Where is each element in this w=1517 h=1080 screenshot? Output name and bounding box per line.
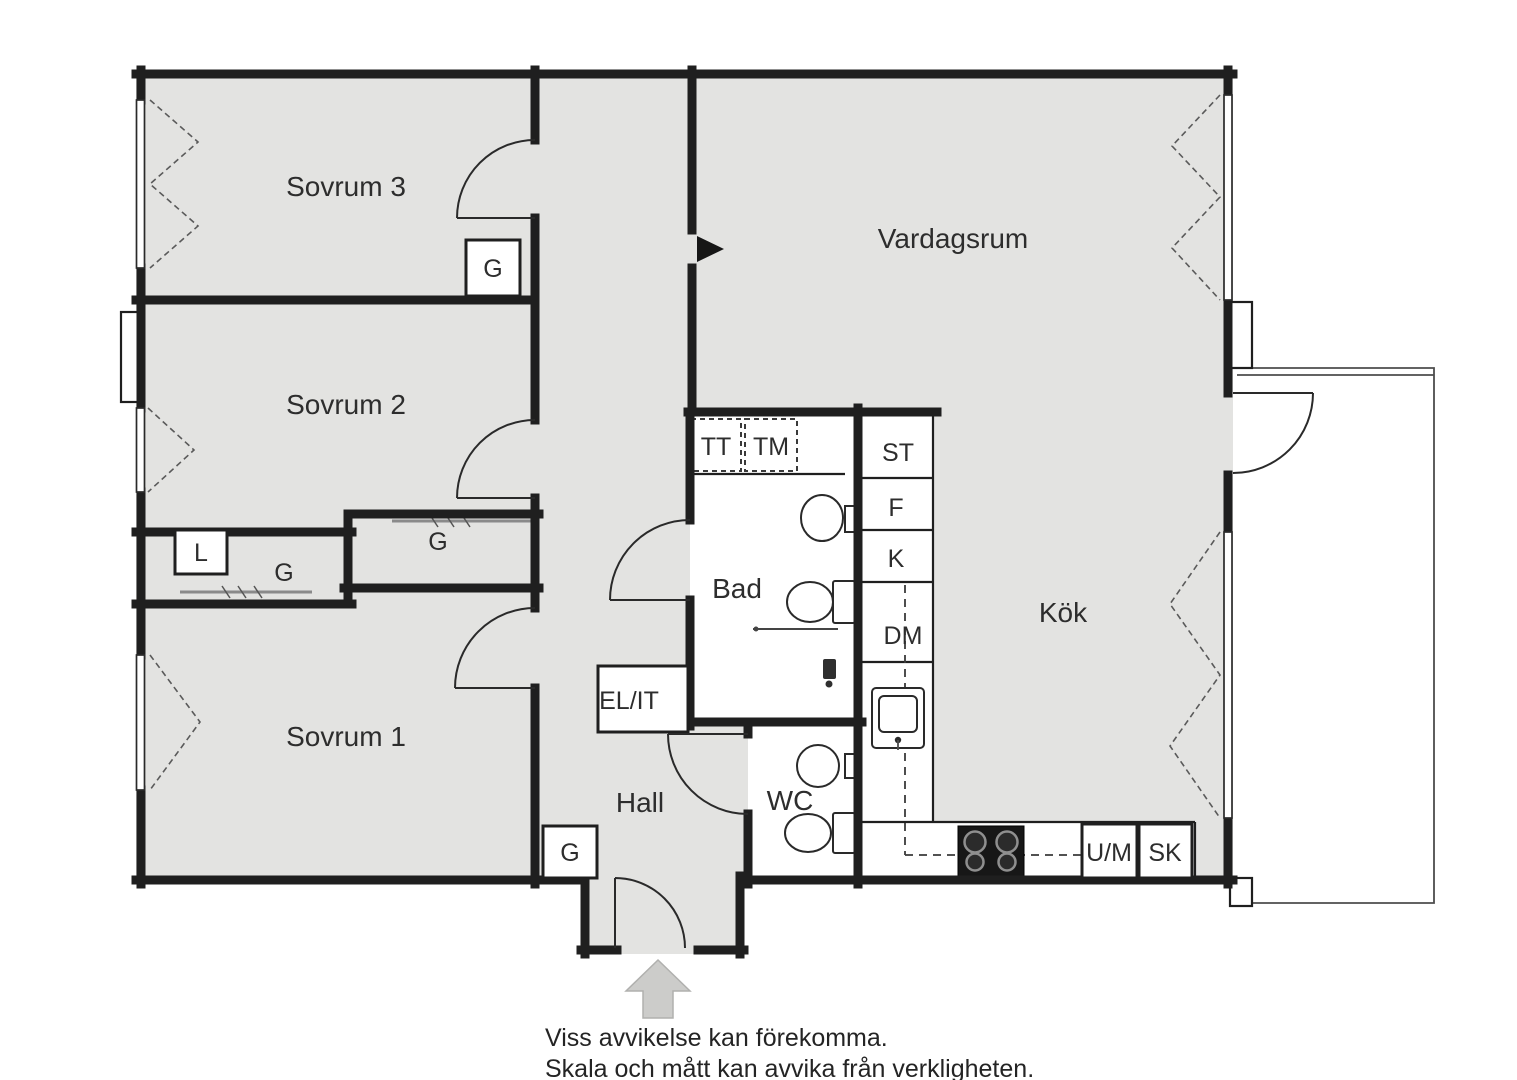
linen-closet-box [173, 528, 229, 576]
kitchen-sink-icon [871, 687, 925, 750]
sk-cabinet-box [1137, 822, 1194, 880]
label-hall: Hall [616, 787, 664, 818]
door-wc [667, 733, 749, 815]
washer-box [744, 418, 798, 472]
label-tm: TM [753, 433, 789, 461]
disclaimer: Viss avvikelse kan förekomma. Skala och … [545, 1024, 1034, 1080]
label-k: K [888, 545, 905, 573]
label-bad: Bad [712, 573, 762, 604]
door-entry [614, 877, 686, 949]
room-labels: Sovrum 3 Sovrum 2 Sovrum 1 Vardagsrum Kö… [194, 171, 1182, 867]
towel-rail-icon [753, 626, 838, 632]
door-balcony [1232, 392, 1314, 474]
disclaimer-line1: Viss avvikelse kan förekomma. [545, 1024, 888, 1052]
el-it-closet [596, 664, 690, 734]
dryer-box [690, 418, 742, 472]
apartment-floor [136, 70, 1233, 880]
label-sovrum2: Sovrum 2 [286, 389, 406, 420]
closet-boxes [173, 238, 1194, 880]
laundry-appliance-boxes [690, 418, 798, 472]
label-l-closet: L [194, 539, 208, 567]
entry-vestibule-floor [581, 876, 744, 954]
door-swings [454, 139, 1314, 949]
window-vardagsrum [1223, 94, 1233, 301]
disclaimer-line2: Skala och mått kan avvika från verklighe… [545, 1055, 1034, 1080]
bathroom-fixtures [753, 494, 859, 854]
window-sovrum3 [135, 99, 146, 269]
label-f: F [888, 494, 903, 522]
label-vardagsrum: Vardagsrum [878, 223, 1028, 254]
kitchen-cabinet-column [858, 412, 933, 822]
label-sovrum3: Sovrum 3 [286, 171, 406, 202]
windows [135, 94, 1233, 819]
label-sovrum1: Sovrum 1 [286, 721, 406, 752]
label-el-it: EL/IT [599, 687, 659, 715]
label-g-closet-left: G [274, 559, 293, 587]
door-bad [609, 519, 691, 601]
room-floor-fills [136, 70, 1233, 954]
label-dm: DM [884, 622, 923, 650]
label-tt: TT [701, 433, 732, 461]
walls [131, 65, 1238, 959]
wc-toilet-icon [784, 812, 856, 854]
door-sovrum2 [456, 419, 536, 499]
floor-drain-icon [823, 659, 836, 688]
label-kok: Kök [1039, 597, 1088, 628]
label-wc: WC [767, 785, 814, 816]
balcony [1237, 367, 1435, 904]
window-sovrum1 [135, 654, 146, 791]
entry-arrow-icon [624, 958, 692, 1019]
um-cabinet-box [1080, 822, 1139, 880]
passage-arrow-icon [697, 236, 724, 262]
wardrobe-rails [180, 514, 532, 599]
door-sovrum1 [454, 607, 536, 689]
label-sk: SK [1148, 839, 1182, 867]
stove-icon [957, 825, 1025, 879]
wardrobe-box-hall [541, 824, 599, 880]
bath-toilet-icon [786, 580, 856, 624]
wardrobe-box-sovrum3 [464, 238, 522, 298]
label-um: U/M [1086, 839, 1132, 867]
door-sovrum3 [456, 139, 536, 219]
label-st: ST [882, 439, 914, 467]
label-g-hall: G [560, 839, 579, 867]
label-g-closet-right: G [428, 528, 447, 556]
window-sovrum2 [135, 407, 146, 493]
label-g-sovrum3: G [483, 255, 502, 283]
window-kok [1223, 531, 1233, 819]
